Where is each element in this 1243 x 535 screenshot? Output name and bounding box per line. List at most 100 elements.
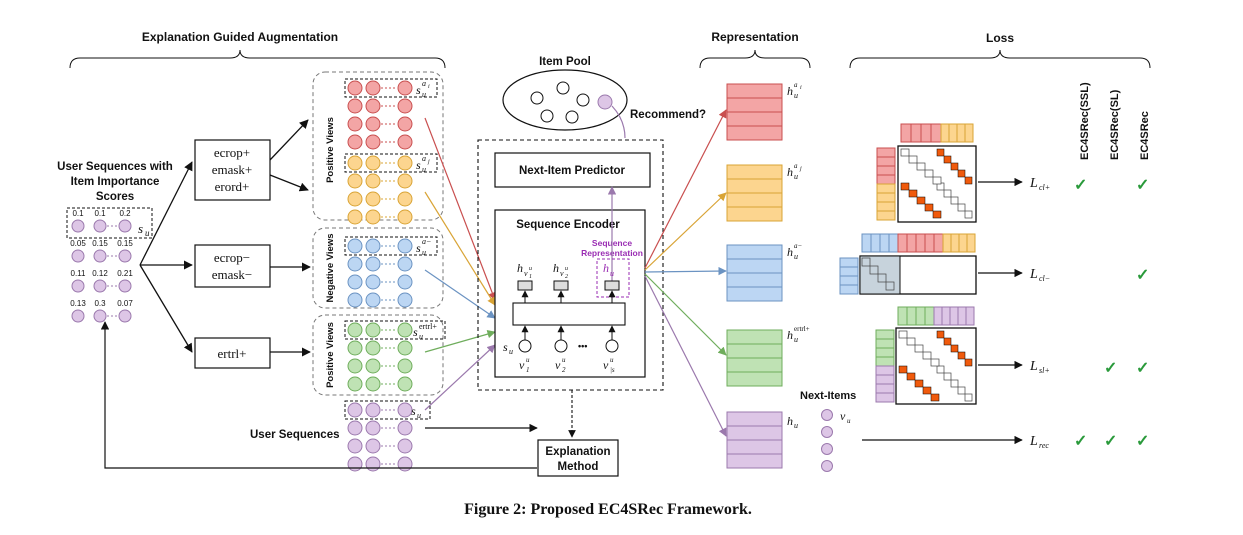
loss-rec-sub: rec	[1039, 441, 1049, 450]
check-full-cl-plus: ✓	[1136, 177, 1149, 194]
view-item	[365, 358, 381, 374]
view-item	[365, 456, 381, 472]
view-item	[347, 420, 363, 436]
vn-sub: |s	[610, 366, 615, 374]
vn-label: v	[603, 358, 609, 372]
arrow-rep-purple	[644, 275, 727, 437]
loss-cell	[964, 123, 974, 143]
view-aj-s: s	[416, 158, 421, 172]
next-item-3	[821, 443, 833, 455]
model-dashed-box	[477, 139, 664, 391]
op-ecrop-plus: ecrop+	[214, 145, 250, 160]
loss-cell	[933, 306, 943, 326]
diagonal-cell	[957, 203, 966, 212]
positive-pair-cell	[957, 169, 966, 178]
positive-pair-cell	[943, 337, 952, 346]
view-item	[365, 80, 381, 96]
arrow-to-pos-ops	[139, 161, 193, 266]
su-label: s	[138, 221, 143, 236]
positive-pair-cell	[932, 210, 942, 219]
positive-pair-cell	[950, 162, 959, 171]
diagonal-cell	[932, 176, 942, 185]
loss-cell	[948, 123, 958, 143]
next-item-1	[821, 409, 833, 421]
representation-row	[726, 411, 783, 427]
arrow-explanation-to-scores	[100, 321, 537, 469]
view-item	[347, 98, 363, 114]
positive-pair-cell	[914, 379, 924, 388]
positive-views-box	[312, 71, 444, 221]
view-item	[397, 98, 413, 114]
diagonal-cell	[877, 273, 887, 283]
view-item	[365, 134, 381, 150]
v2-sup: u	[562, 356, 566, 364]
loss-cell	[839, 257, 859, 268]
view-item	[397, 358, 413, 374]
op-erord-plus: erord+	[215, 179, 250, 194]
loss-matrices	[839, 123, 977, 405]
importance-score: 0.13	[70, 299, 86, 308]
positive-pair-cell	[924, 203, 934, 212]
view-item	[397, 134, 413, 150]
view-item	[365, 116, 381, 132]
vn-sup: u	[610, 356, 614, 364]
representation-row	[726, 343, 783, 359]
sequence-item	[71, 309, 85, 323]
hidden-state-u	[604, 280, 620, 291]
col-ssl: EC4SRec(SSL)	[1079, 82, 1091, 160]
view-ai-sup: a	[422, 79, 426, 88]
sequence-item	[118, 219, 132, 233]
pool-item-recommended	[597, 94, 613, 110]
view-aminus-sup: a−	[422, 237, 431, 246]
rep-ai-sup-sub: i	[800, 85, 802, 91]
loss-cell	[875, 365, 895, 376]
encoder-su-sub: u	[509, 347, 513, 356]
loss-sl-plus-sub: sl+	[1039, 366, 1050, 375]
loss-cell	[875, 374, 895, 385]
sequence-item	[71, 279, 85, 293]
sequence-item	[71, 219, 85, 233]
positive-pair-cell	[900, 182, 910, 191]
next-items-label: Next-Items	[800, 390, 856, 402]
view-item	[365, 402, 381, 418]
rep-aminus-h: h	[787, 245, 793, 259]
loss-cl-plus: L	[1029, 176, 1038, 191]
sequence-item	[118, 309, 132, 323]
h1-sub: v	[524, 269, 528, 278]
op-ertrl-plus: ertrl+	[218, 346, 247, 361]
neg-ops-box	[194, 244, 271, 288]
next-item-4	[821, 460, 833, 472]
loss-cell	[876, 201, 896, 212]
view-item	[347, 376, 363, 392]
representation-row	[726, 286, 783, 302]
h1-sub-sup: u	[529, 266, 532, 272]
representation-title: Representation	[711, 30, 798, 44]
view-item	[397, 438, 413, 454]
diagonal-cell	[930, 358, 940, 367]
explanation-line2: Method	[558, 461, 599, 473]
view-item	[365, 155, 381, 171]
rep-aj-sub: u	[794, 172, 798, 181]
next-item-predictor-label: Next-Item Predictor	[519, 165, 626, 177]
positive-pair-cell	[950, 344, 959, 353]
view-item	[365, 420, 381, 436]
view-item	[397, 376, 413, 392]
view-item	[397, 274, 413, 290]
loss-cell	[879, 233, 890, 253]
view-item	[397, 209, 413, 225]
rep-aj-sup: a	[794, 162, 798, 170]
view-item	[347, 358, 363, 374]
positive-views-box-2	[312, 314, 444, 396]
loss-cell	[875, 392, 895, 403]
rep-ertrl-h: h	[787, 328, 793, 342]
view-ai-sub: u	[422, 90, 426, 99]
col-sl: EC4SRec(SL)	[1109, 89, 1121, 160]
view-item	[397, 456, 413, 472]
diagonal-cell	[900, 148, 910, 157]
view-item	[365, 322, 381, 338]
loss-cell	[906, 233, 917, 253]
loss-cell	[956, 123, 966, 143]
loss-cell	[920, 123, 932, 143]
loss-cell	[870, 233, 881, 253]
